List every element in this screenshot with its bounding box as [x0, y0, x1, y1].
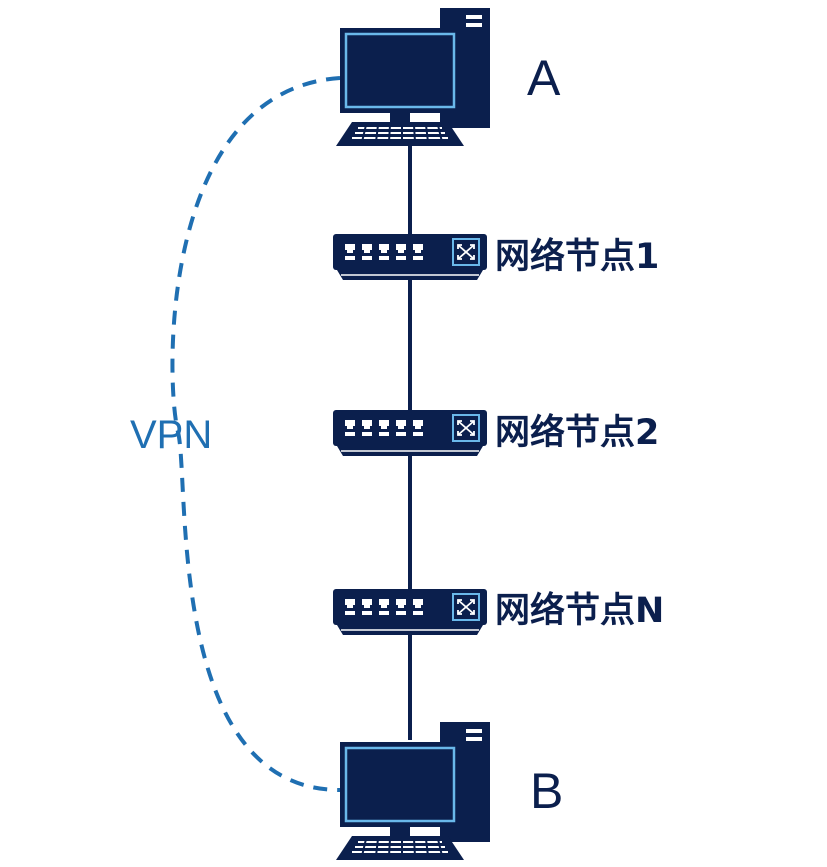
computer-b-icon: [334, 720, 492, 862]
network-node-1-label: 网络节点1: [495, 236, 659, 277]
computer-a-icon: [334, 6, 492, 148]
vpn-tunnel-dashed-line: [170, 76, 341, 792]
network-switch-icon: [332, 588, 488, 636]
network-node-2-label: 网络节点2: [495, 412, 659, 453]
vpn-label: VPN: [130, 413, 212, 457]
host-a-label: A: [527, 50, 561, 106]
network-node-n-label: 网络节点N: [495, 590, 664, 631]
host-b-label: B: [530, 763, 563, 819]
network-switch-icon: [332, 409, 488, 457]
network-switch-icon: [332, 233, 488, 281]
